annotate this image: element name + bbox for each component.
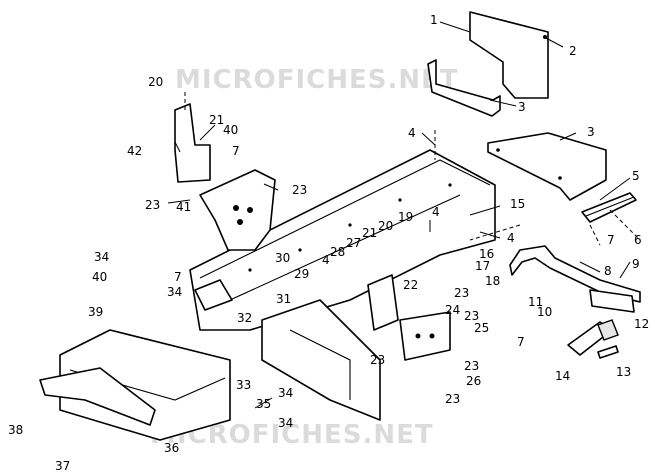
callout-23e: 23	[370, 353, 385, 367]
callout-31: 31	[276, 292, 291, 306]
callout-22: 22	[403, 278, 418, 292]
callout-21a: 21	[209, 113, 224, 127]
callout-23d: 23	[464, 309, 479, 323]
callout-40b: 40	[92, 270, 107, 284]
side-cover	[487, 132, 607, 201]
callout-11: 11	[528, 295, 543, 309]
callout-7b: 7	[174, 270, 182, 284]
callout-20b: 20	[378, 219, 393, 233]
callout-39: 39	[88, 305, 103, 319]
hood-bracket	[427, 59, 501, 117]
hood-panel	[469, 11, 549, 99]
callout-33: 33	[236, 378, 251, 392]
callout-35: 35	[256, 397, 271, 411]
callout-37: 37	[55, 459, 70, 473]
callout-7a: 7	[232, 144, 240, 158]
handle-bar	[509, 245, 641, 313]
callout-3a: 3	[518, 100, 526, 114]
callout-8: 8	[604, 264, 612, 278]
callout-42: 42	[127, 144, 142, 158]
callout-7d: 7	[607, 233, 615, 247]
callout-17: 17	[475, 259, 490, 273]
callout-5: 5	[632, 169, 640, 183]
callout-34a: 34	[94, 250, 109, 264]
callout-32: 32	[237, 311, 252, 325]
callout-6: 6	[634, 233, 642, 247]
callout-26: 26	[466, 374, 481, 388]
callout-34c: 34	[278, 416, 293, 430]
callout-14: 14	[555, 369, 570, 383]
lower-frame-panel	[261, 299, 381, 421]
callout-21b: 21	[362, 226, 377, 240]
callout-4c: 4	[507, 231, 515, 245]
callout-28: 28	[330, 245, 345, 259]
callout-20a: 20	[148, 75, 163, 89]
callout-25: 25	[474, 321, 489, 335]
callout-10: 10	[537, 305, 552, 319]
callout-19: 19	[398, 210, 413, 224]
callout-41: 41	[176, 200, 191, 214]
callout-36: 36	[164, 441, 179, 455]
callout-34d: 34	[278, 386, 293, 400]
callout-34b: 34	[167, 285, 182, 299]
roller	[567, 319, 619, 359]
callout-40a: 40	[223, 123, 238, 137]
bracket-right	[581, 192, 637, 223]
callout-13: 13	[616, 365, 631, 379]
battery-tray	[39, 329, 231, 441]
control-box	[367, 274, 451, 361]
callout-7c: 7	[517, 335, 525, 349]
callout-38: 38	[8, 423, 23, 437]
watermark-top: MICROFICHES.NET	[175, 65, 459, 95]
callout-24: 24	[445, 303, 460, 317]
callout-15: 15	[510, 197, 525, 211]
callout-23a: 23	[145, 198, 160, 212]
callout-4a: 4	[408, 126, 416, 140]
callout-18: 18	[485, 274, 500, 288]
callout-1: 1	[430, 13, 438, 27]
callout-16: 16	[479, 247, 494, 261]
callout-2: 2	[569, 44, 577, 58]
callout-23b: 23	[292, 183, 307, 197]
callout-30: 30	[275, 251, 290, 265]
callout-9: 9	[632, 257, 640, 271]
main-frame	[189, 149, 496, 331]
callout-27: 27	[346, 236, 361, 250]
leader-lines	[167, 21, 631, 409]
callout-23c: 23	[454, 286, 469, 300]
callout-23f: 23	[464, 359, 479, 373]
callout-29: 29	[294, 267, 309, 281]
callout-3b: 3	[587, 125, 595, 139]
mount-plate	[174, 103, 276, 251]
callout-4b: 4	[432, 205, 440, 219]
callout-12: 12	[634, 317, 649, 331]
callout-4d: 4	[322, 253, 330, 267]
callout-23g: 23	[445, 392, 460, 406]
